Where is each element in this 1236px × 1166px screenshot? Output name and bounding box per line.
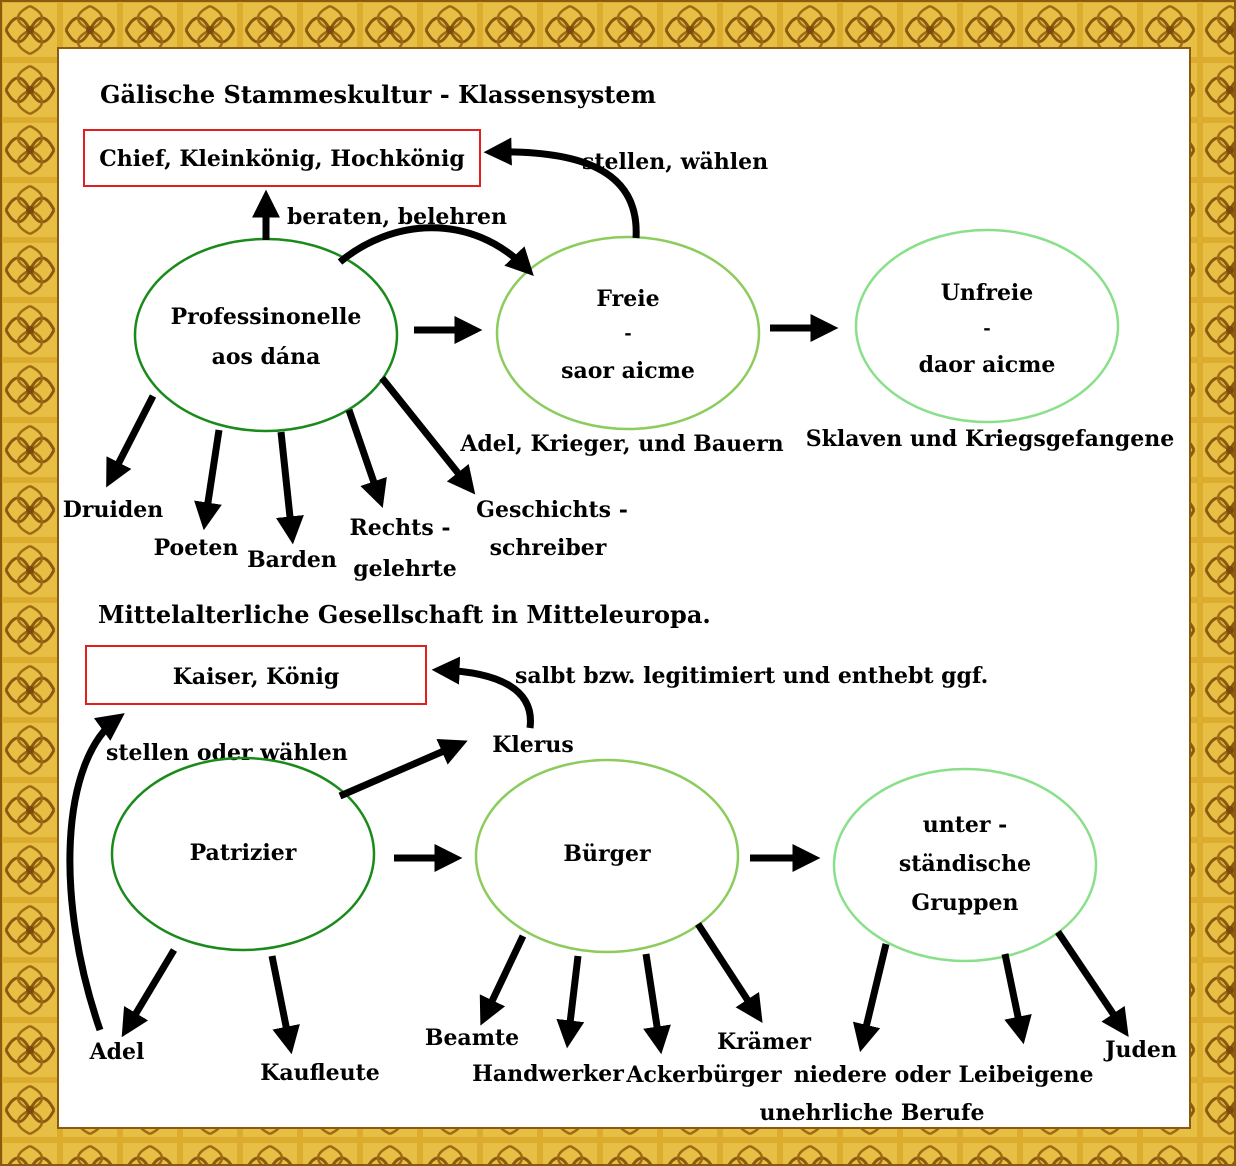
arrow-to-ackerbuerger xyxy=(642,953,671,1055)
leaf-druiden: Druiden xyxy=(63,497,163,523)
leaf-kaufleute: Kaufleute xyxy=(260,1060,380,1086)
leaf-kraemer: Krämer xyxy=(717,1029,811,1055)
leaf-rechts-line2: gelehrte xyxy=(353,556,456,582)
arrow-to-rechts xyxy=(345,408,387,508)
arrow-advise-freie xyxy=(337,224,534,277)
section1-top-box xyxy=(83,129,481,187)
arrow-to-kaufleute xyxy=(268,955,300,1055)
node-buerger xyxy=(474,758,740,954)
leaf-poeten: Poeten xyxy=(154,535,239,561)
node-patrizier xyxy=(110,756,376,952)
edge-label-advise: beraten, belehren xyxy=(287,204,507,230)
arrow-to-druiden xyxy=(106,394,157,488)
node-unterstaendische xyxy=(832,767,1098,963)
node-freie-line2: - xyxy=(624,323,631,344)
leaf-geschichts-line2: schreiber xyxy=(490,535,607,561)
arrow-to-leibeigene xyxy=(1001,953,1032,1045)
leaf-ackerbuerger: Ackerbürger xyxy=(625,1062,782,1088)
node-professionals-line1: Professinonelle xyxy=(171,304,362,330)
leaf-niedere-line1: niedere oder xyxy=(794,1062,951,1088)
section1-title: Gälische Stammeskultur - Klassensystem xyxy=(100,80,656,109)
arrow-patrizier-to-klerus xyxy=(338,738,468,800)
edge-label-elect: stellen, wählen xyxy=(582,149,768,175)
arrow-klerus-to-kaiser xyxy=(431,656,534,729)
node-patrizier-label: Patrizier xyxy=(190,840,297,866)
arrow-to-juden xyxy=(1055,930,1129,1037)
arrow-to-beamte xyxy=(479,934,527,1026)
node-unfreie-line3: daor aicme xyxy=(919,352,1056,378)
arrow-adel-to-kaiser xyxy=(66,713,125,1032)
leaf-juden: Juden xyxy=(1103,1037,1177,1063)
node-unfreie-line1: Unfreie xyxy=(941,280,1034,306)
section1-arrows xyxy=(106,137,839,545)
arrow-freie-to-chief xyxy=(483,137,640,239)
edge-label-adel: stellen oder wählen xyxy=(106,740,348,766)
node-unterstaendische-line1: unter - xyxy=(923,812,1008,838)
leaf-beamte: Beamte xyxy=(425,1025,519,1051)
node-professionals-line2: aos dána xyxy=(212,344,321,370)
node-unfreie-caption: Sklaven und Kriegsgefangene xyxy=(806,426,1175,452)
arrow-to-kraemer xyxy=(695,922,763,1024)
leaf-rechts-line1: Rechts - xyxy=(349,515,450,541)
edge-label-klerus: salbt bzw. legitimiert und enthebt ggf. xyxy=(515,663,988,689)
leaf-geschichts-line1: Geschichts - xyxy=(476,497,628,523)
section2-top-box xyxy=(85,645,427,705)
section2-arrows xyxy=(66,656,1129,1055)
node-buerger-label: Bürger xyxy=(563,841,651,867)
leaf-leibeigene: Leibeigene xyxy=(959,1062,1094,1088)
arrow-to-adel xyxy=(121,948,178,1038)
arrow-to-barden xyxy=(276,431,304,545)
leaf-niedere-line2: unehrliche Berufe xyxy=(760,1100,985,1126)
arrow-to-handwerker xyxy=(556,955,585,1049)
node-professionals xyxy=(133,237,399,433)
node-unfreie-line2: - xyxy=(983,318,990,339)
node-freie-caption: Adel, Krieger, und Bauern xyxy=(459,431,783,457)
leaf-barden: Barden xyxy=(247,547,337,573)
node-unterstaendische-line3: Gruppen xyxy=(911,890,1018,916)
section2-top-box-label: Kaiser, König xyxy=(173,664,339,690)
node-unfreie xyxy=(854,228,1120,424)
node-freie-line3: saor aicme xyxy=(561,358,695,384)
arrow-to-niedere xyxy=(852,943,890,1053)
node-unterstaendische-line2: ständische xyxy=(899,851,1031,877)
arrow-to-geschichts xyxy=(379,375,476,495)
node-freie xyxy=(495,235,761,431)
section1-top-box-label: Chief, Kleinkönig, Hochkönig xyxy=(99,146,464,172)
leaf-adel: Adel xyxy=(89,1039,145,1065)
section2-title: Mittelalterliche Gesellschaft in Mittele… xyxy=(98,600,711,629)
leaf-handwerker: Handwerker xyxy=(472,1061,624,1087)
arrow-to-poeten xyxy=(194,429,223,531)
node-freie-line1: Freie xyxy=(596,286,659,312)
node-klerus: Klerus xyxy=(492,732,573,758)
